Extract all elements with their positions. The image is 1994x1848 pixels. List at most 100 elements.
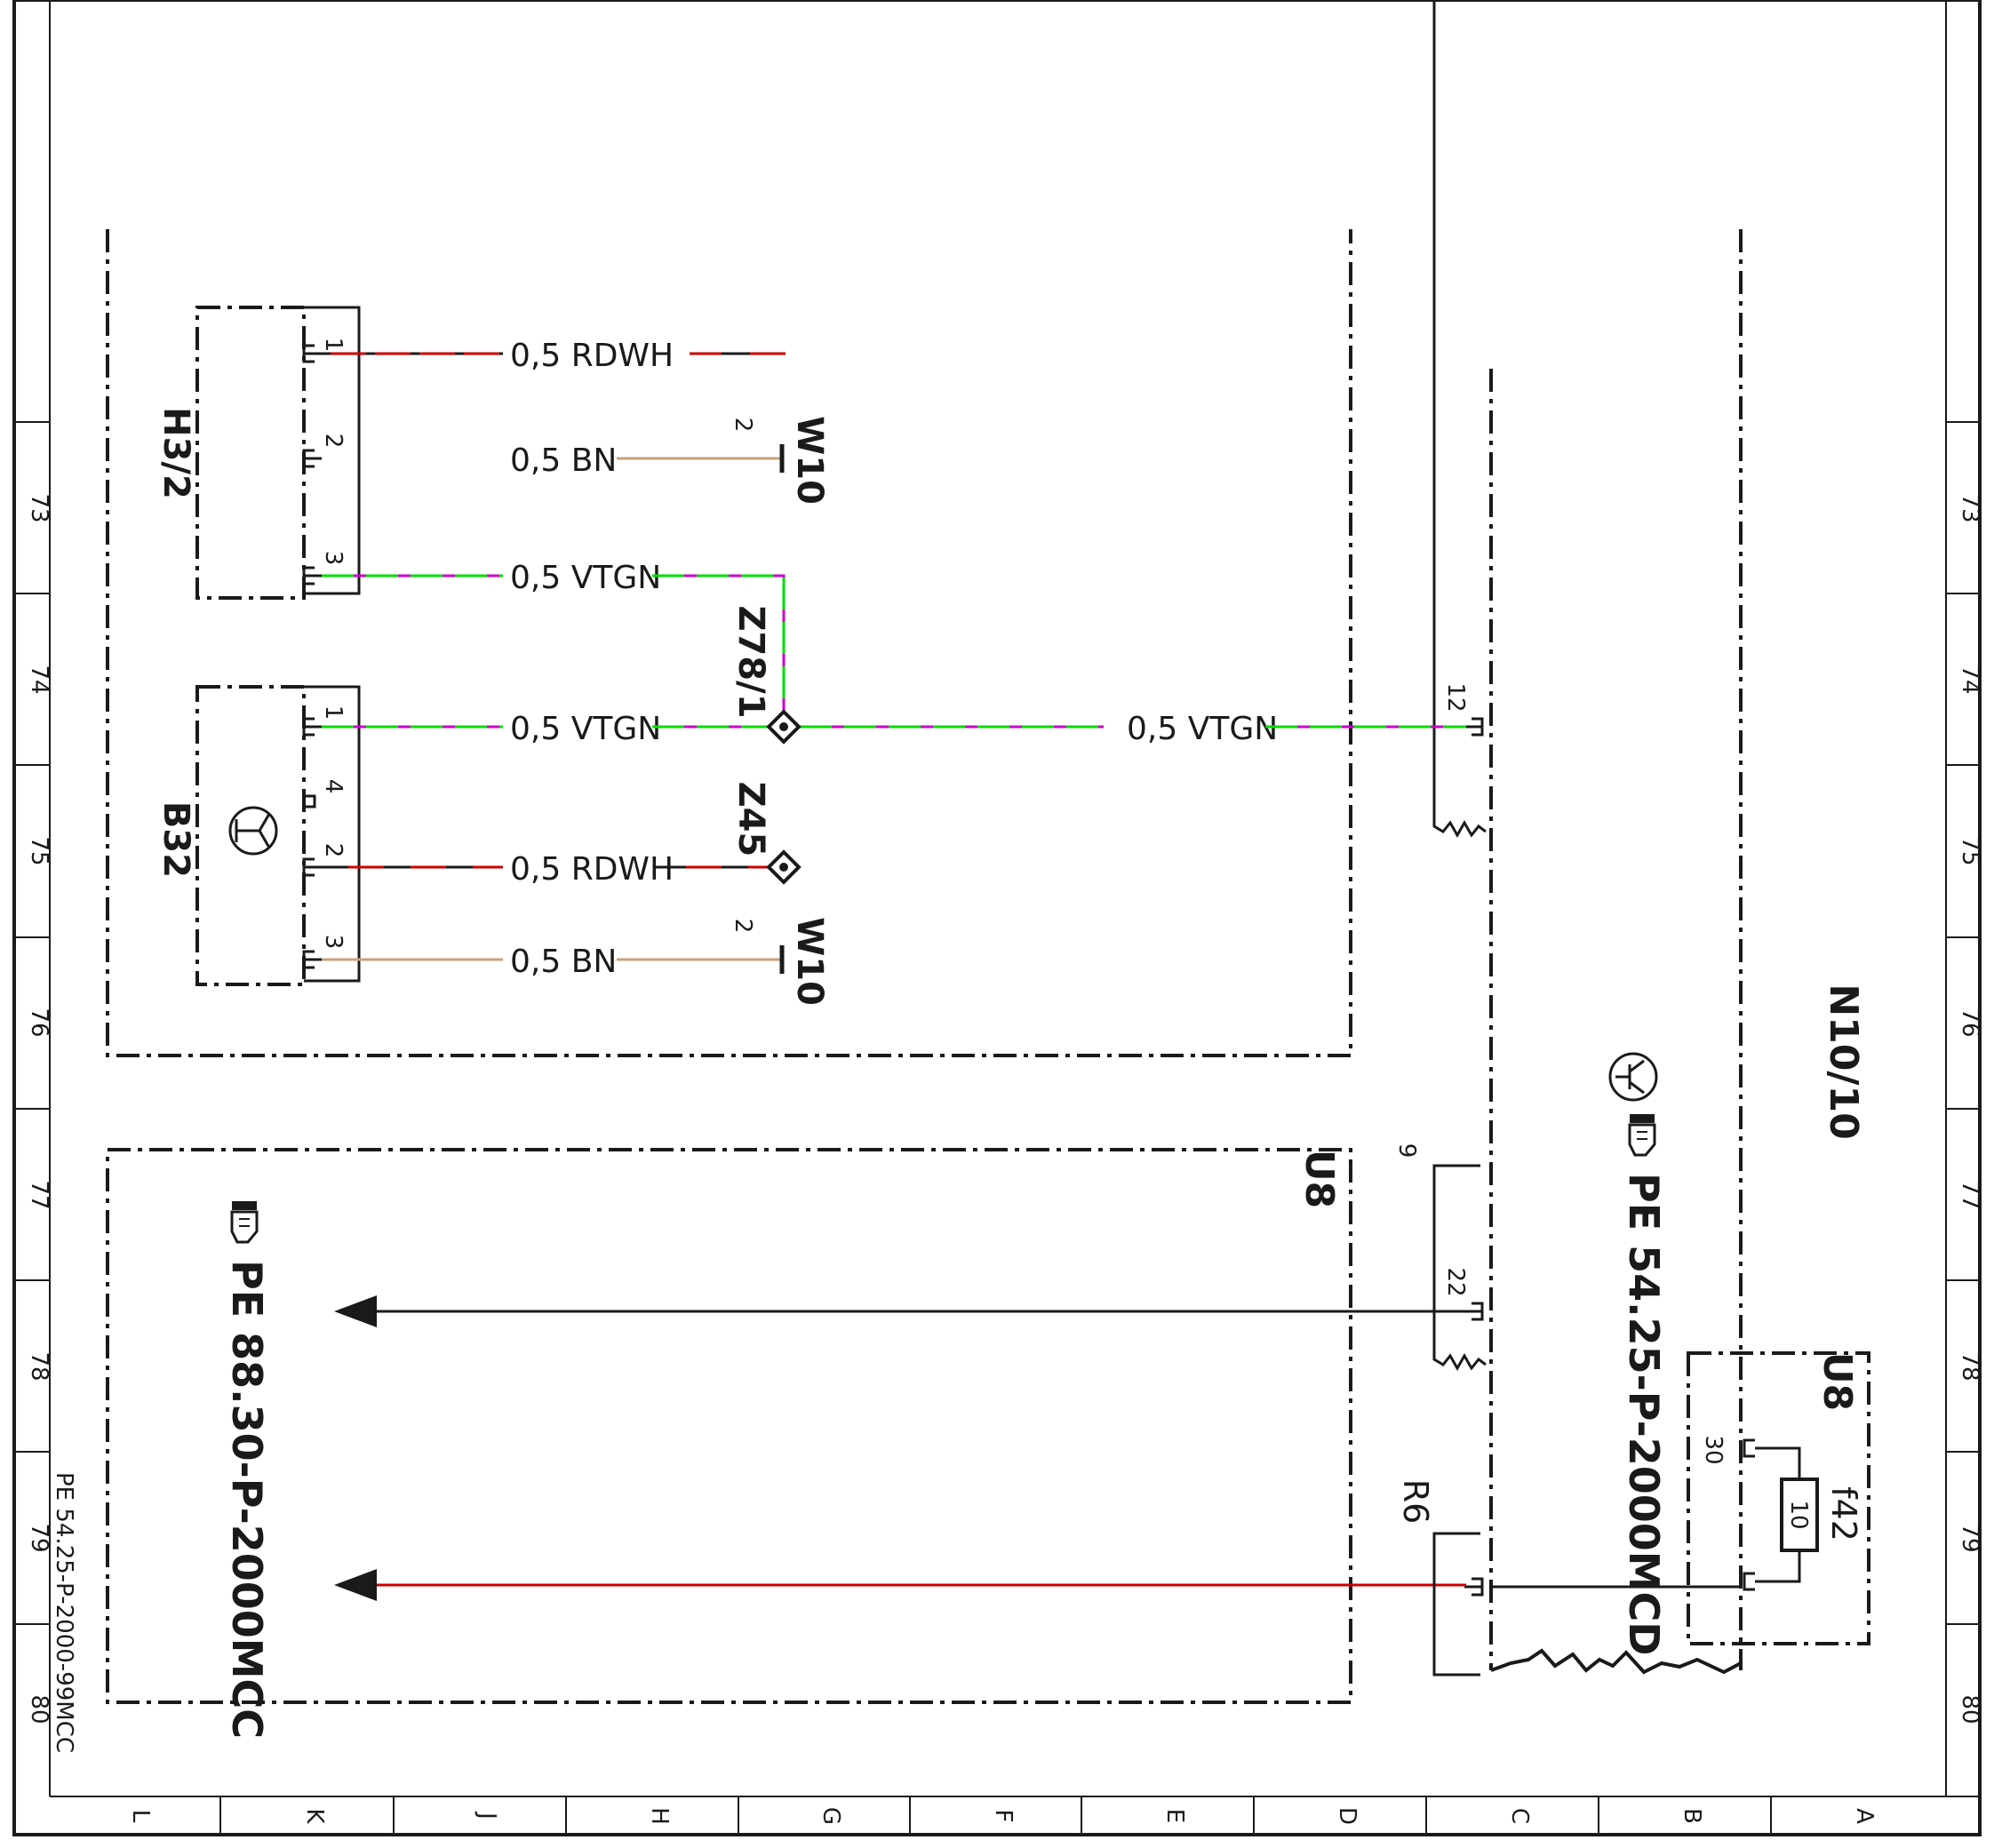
row-label: 77 <box>1957 1180 1983 1209</box>
b32-housing <box>195 685 306 986</box>
row-label: 76 <box>26 1008 52 1037</box>
pe-5425-text: PE 54.25-P-2000MCD <box>1620 1173 1668 1656</box>
row-label: 75 <box>1957 836 1983 865</box>
h3-2-label: H3/2 <box>156 407 196 499</box>
pin-number: 3 <box>320 935 347 950</box>
pin-terminal <box>1464 1577 1484 1597</box>
pin-number: 2 <box>730 418 756 433</box>
pin-number: 9 <box>1393 1143 1420 1159</box>
pin-number: 12 <box>1442 682 1469 712</box>
u8-right-label: U8 <box>1815 1352 1860 1411</box>
z78-1-label: Z78/1 <box>730 605 771 718</box>
pin-terminal <box>302 950 322 969</box>
column-label: C <box>1506 1808 1533 1824</box>
u8-left-boundary <box>106 1148 1352 1704</box>
pin-terminal <box>302 717 322 737</box>
pin-9-bracket <box>1432 1164 1487 1372</box>
wire-label: 0,5 VTGN <box>510 560 661 596</box>
row-label: 78 <box>26 1351 52 1381</box>
pe-5425-reference: PE 54.25-P-2000MCD <box>1608 1052 1668 1656</box>
b32-label: B32 <box>156 801 196 878</box>
column-label: H <box>646 1807 673 1825</box>
pin-terminal <box>304 794 316 808</box>
column-labels: L K J H G F E D C B A <box>127 1807 1878 1825</box>
break-line <box>1490 1648 1742 1675</box>
row-label: 80 <box>1957 1694 1983 1724</box>
w10-bottom-label: W10 <box>789 917 830 1006</box>
grid-ticks <box>14 421 1980 1835</box>
row-label: 78 <box>1957 1351 1983 1381</box>
column-label: A <box>1851 1808 1878 1824</box>
wire-label: 0,5 BN <box>510 442 617 479</box>
z78-1-dot <box>779 722 788 731</box>
column-label: E <box>1161 1809 1188 1823</box>
pin-number: 1 <box>320 338 347 353</box>
row-label: 73 <box>1957 493 1983 522</box>
row-label: 79 <box>26 1523 52 1552</box>
h3-2-connector <box>304 306 361 595</box>
pin-number: 2 <box>320 434 347 449</box>
row-labels-right: 73 74 75 76 77 78 79 80 <box>1957 493 1983 1724</box>
row-labels-left: 73 74 75 76 77 78 79 80 <box>26 493 52 1724</box>
b32-connector <box>304 685 361 983</box>
r6-bracket <box>1432 1532 1480 1677</box>
h3-2-housing <box>195 306 306 600</box>
wire-green-dash <box>652 574 786 727</box>
wire-label: 0,5 BN <box>510 944 617 980</box>
column-label: B <box>1679 1808 1705 1824</box>
column-label: L <box>127 1810 154 1823</box>
pin-terminal <box>302 566 322 585</box>
r6-label: R6 <box>1396 1479 1435 1525</box>
column-label: K <box>301 1808 328 1824</box>
pin-terminal <box>302 449 322 468</box>
fuse-f42 <box>1780 1478 1819 1552</box>
wire-label: 0,5 RDWH <box>510 851 674 888</box>
pin-terminal <box>1743 1438 1755 1458</box>
pointing-hand-icon <box>1628 1114 1656 1157</box>
outer-frame <box>12 0 1982 1836</box>
z45-dot <box>779 863 788 872</box>
document-reference: PE 54.25-P-2000-99MCC <box>51 1472 77 1753</box>
row-label: 77 <box>26 1180 52 1209</box>
column-label: G <box>818 1807 844 1825</box>
column-label: F <box>990 1810 1017 1823</box>
pin-number: 3 <box>320 551 347 566</box>
pe-8830-text: PE 88.30-P-2000MCC <box>223 1260 271 1739</box>
wire-label: 0,5 VTGN <box>510 711 661 747</box>
column-label: J <box>474 1811 500 1820</box>
pin-numbers: 1 2 3 1 4 2 3 12 9 22 30 2 2 <box>320 338 1727 1465</box>
pin-number: 30 <box>1700 1435 1727 1464</box>
row-label: 74 <box>26 665 52 694</box>
column-label: D <box>1334 1807 1360 1825</box>
wire-label: 0,5 VTGN <box>1127 711 1278 747</box>
pin-terminal <box>1464 717 1484 737</box>
u8-right-boundary <box>1687 1351 1870 1645</box>
row-label: 75 <box>26 836 52 865</box>
row-label: 79 <box>1957 1523 1983 1552</box>
row-label: 80 <box>26 1694 52 1724</box>
pointing-hand-icon <box>230 1201 259 1244</box>
pin-terminal <box>302 344 322 363</box>
n10-10-label: N10/10 <box>1821 984 1866 1139</box>
transistor-icon <box>1608 1052 1658 1102</box>
pin-number: 1 <box>320 705 347 721</box>
ground-zigzag <box>1432 735 1487 839</box>
row-label: 76 <box>1957 1008 1983 1037</box>
f42-label: f42 <box>1824 1486 1863 1541</box>
pe-8830-reference: PE 88.30-P-2000MCC <box>223 1201 271 1739</box>
pin-terminal <box>302 857 322 877</box>
pin-terminals <box>302 344 1755 1597</box>
w10-top-label: W10 <box>789 416 830 505</box>
row-label: 73 <box>26 493 52 522</box>
fuse-wire <box>1755 1446 1801 1583</box>
wire-label: 0,5 RDWH <box>510 338 674 374</box>
pin-terminal <box>1743 1572 1755 1591</box>
z45-label: Z45 <box>730 782 771 857</box>
u8-left-label: U8 <box>1296 1150 1342 1208</box>
b32-transistor-icon <box>228 806 278 856</box>
pin-number: 22 <box>1442 1267 1469 1296</box>
pin-number: 2 <box>320 843 347 858</box>
fuse-value: 10 <box>1785 1500 1812 1529</box>
upper-boundary <box>106 229 1352 1057</box>
